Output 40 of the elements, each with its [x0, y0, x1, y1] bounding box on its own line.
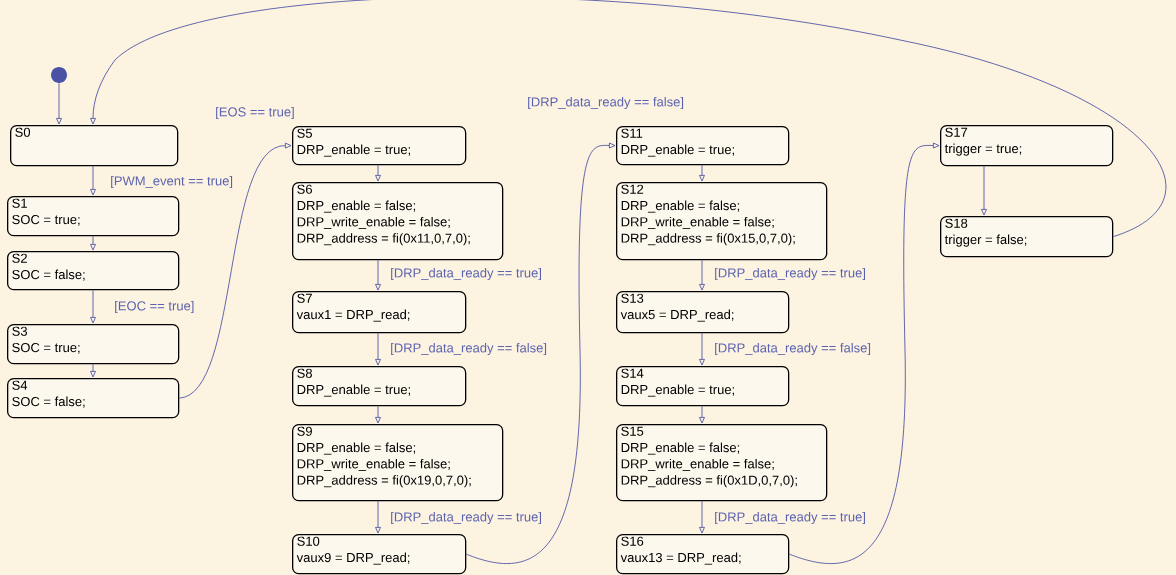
transition-arrow [788, 142, 940, 564]
transition-arrow [90, 235, 96, 251]
transition-arrow [375, 164, 381, 182]
state-box: S8 DRP_enable = true; [292, 366, 467, 407]
transition-arrow [699, 164, 705, 182]
state-box: S15 DRP_enable = false; DRP_write_enable = false; DRP_address = fi(0x1D,0,7,0); [616, 424, 828, 502]
state-box: S0 [10, 125, 179, 167]
state-box: S13 vaux5 = DRP_read; [616, 291, 790, 334]
transition-arrow [90, 289, 96, 324]
transition-arrow [465, 142, 616, 564]
state-box: S14 DRP_enable = true; [616, 366, 790, 407]
transition-arrow [90, 165, 96, 196]
state-box: S18 trigger = false; [940, 216, 1114, 258]
state-box: S2 SOC = false; [7, 251, 180, 291]
state-box: S4 SOC = false; [7, 378, 180, 419]
state-box: S3 SOC = true; [7, 324, 180, 365]
transition-arrow [699, 332, 705, 366]
state-box: S1 SOC = true; [7, 196, 180, 237]
transition-arrow [699, 500, 705, 534]
state-box: S10 vaux9 = DRP_read; [292, 534, 467, 575]
state-box: S17 trigger = true; [940, 125, 1114, 167]
transition-arrow [375, 332, 381, 366]
transition-arrow [375, 259, 381, 291]
transition-arrow [90, 0, 1166, 238]
state-box: S5 DRP_enable = true; [292, 126, 467, 166]
transition-arrow [375, 500, 381, 534]
state-box: S6 DRP_enable = false; DRP_write_enable = false; DRP_address = fi(0x11,0,7,0); [292, 182, 504, 261]
transition-arrow [56, 82, 62, 125]
initial-dot [51, 67, 67, 83]
transition-arrow [699, 405, 705, 424]
state-box: S9 DRP_enable = false; DRP_write_enable = false; DRP_address = fi(0x19,0,7,0); [292, 424, 504, 502]
transition-arrow [699, 259, 705, 291]
transition-arrow [981, 165, 987, 216]
state-box: S16 vaux13 = DRP_read; [616, 534, 790, 575]
transition-arrow [90, 363, 96, 378]
state-box: S7 vaux1 = DRP_read; [292, 291, 467, 334]
transition-arrow [375, 405, 381, 424]
transition-arrow [178, 142, 292, 399]
state-box: S12 DRP_enable = false; DRP_write_enable = false; DRP_address = fi(0x15,0,7,0); [616, 182, 828, 261]
state-box: S11 DRP_enable = true; [616, 126, 790, 166]
